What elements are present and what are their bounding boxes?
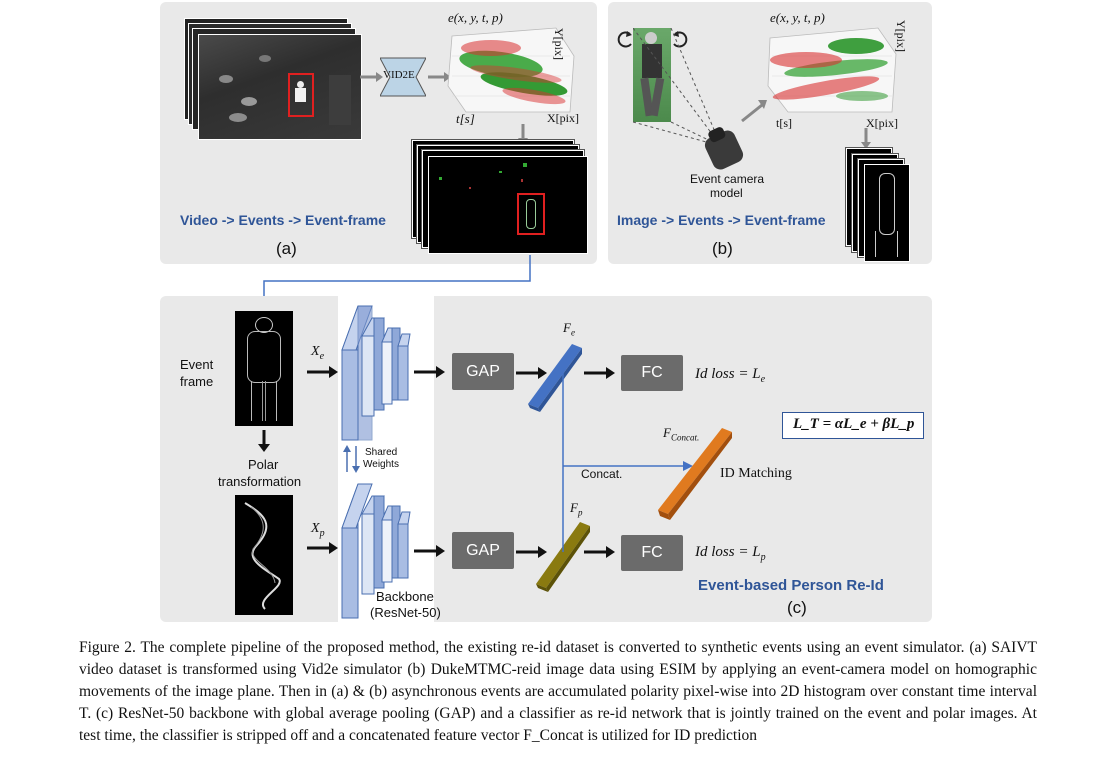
- arrow-icon: [428, 72, 451, 82]
- person-image: [633, 28, 671, 122]
- fe-label: Fe: [563, 320, 575, 338]
- gap-box-top: GAP: [452, 353, 514, 390]
- video-frame-stack: [184, 18, 364, 140]
- panel-b-title: Image -> Events -> Event-frame: [617, 212, 826, 228]
- polar-label-1: Polar: [248, 457, 279, 472]
- event-cloud-plot-b: [767, 27, 897, 113]
- fp-feature-bar: [536, 522, 590, 592]
- camera-label-2: model: [710, 186, 743, 200]
- polar-label-2: transformation: [218, 474, 302, 489]
- event-frame-image: [864, 164, 910, 262]
- event-frame-label-2: frame: [180, 374, 214, 389]
- concat-label: Concat.: [581, 467, 623, 481]
- arrow-down-icon: [258, 430, 270, 452]
- plot-b-y-label: Y[pix]: [894, 20, 908, 52]
- backbone-label-1: Backbone: [376, 589, 434, 604]
- plot-b-t-label: t[s]: [776, 116, 792, 130]
- plot-a-func: e(x, y, t, p): [448, 10, 503, 25]
- plot-a-x-label: X[pix]: [547, 111, 579, 125]
- surveillance-image: [198, 34, 362, 140]
- polar-image: [235, 495, 293, 615]
- shared-label-1: Shared: [365, 447, 398, 458]
- person-bbox: [517, 193, 545, 235]
- shared-label-2: Weights: [363, 459, 399, 470]
- arrow-icon: [307, 366, 338, 378]
- event-frame-stack-b: [846, 148, 912, 264]
- fc-box-bottom: FC: [621, 535, 683, 571]
- shared-weights-arrows: [343, 445, 360, 473]
- fc-box-top: FC: [621, 355, 683, 391]
- event-frame-stack-a: [412, 140, 590, 258]
- panel-b-letter: (b): [712, 239, 733, 258]
- rotate-left-icon: [617, 31, 632, 48]
- id-matching-label: ID Matching: [720, 466, 792, 481]
- figure-caption: Figure 2. The complete pipeline of the p…: [79, 639, 1037, 744]
- total-loss-box: [782, 412, 924, 439]
- polar-curve: [244, 502, 281, 610]
- vid2e-block: [380, 57, 426, 97]
- panel-c-title: Event-based Person Re-Id: [698, 577, 884, 594]
- event-frame-image: [428, 156, 588, 254]
- event-frame-label-1: Event: [180, 357, 214, 372]
- arrow-icon: [516, 546, 547, 558]
- panel-c-letter: (c): [787, 598, 807, 617]
- arrow-icon: [584, 367, 615, 379]
- plot-b-x-label: X[pix]: [866, 116, 898, 130]
- xe-label: Xe: [311, 344, 325, 362]
- arrow-icon: [307, 542, 338, 554]
- vid2e-label: VID2E: [383, 69, 415, 81]
- total-loss: L_T = αL_e + βL_p: [793, 416, 915, 432]
- panel-a-letter: (a): [276, 239, 297, 258]
- fconcat-label: FConcat.: [663, 425, 700, 443]
- arrow-down-icon: [861, 128, 871, 149]
- plot-a-y-label: Y[pix]: [552, 28, 566, 60]
- cnn-bottom: [341, 483, 411, 619]
- backbone-label-2: (ResNet-50): [370, 605, 441, 620]
- arrow-icon: [414, 366, 445, 378]
- cnn-top: [341, 305, 411, 441]
- projection-lines: [633, 28, 722, 147]
- arrow-icon: [741, 100, 767, 123]
- gap-box-bottom: GAP: [452, 532, 514, 569]
- arrow-icon: [360, 72, 383, 82]
- fe-feature-bar: [528, 344, 582, 412]
- arrow-icon: [516, 367, 547, 379]
- id-loss-p: Id loss = Lp: [695, 544, 766, 563]
- concat-lines: [562, 370, 693, 552]
- event-frame-image: [235, 311, 293, 426]
- event-cloud-plot-a: [447, 27, 575, 113]
- fp-label: Fp: [570, 500, 583, 518]
- panel-a-title: Video -> Events -> Event-frame: [180, 212, 386, 228]
- fconcat-feature-bar: [658, 428, 732, 520]
- camera-label-1: Event camera: [690, 172, 765, 186]
- xp-label: Xp: [311, 521, 325, 539]
- person-bbox: [288, 73, 314, 117]
- arrow-icon: [414, 545, 445, 557]
- id-loss-e: Id loss = Le: [695, 366, 766, 385]
- plot-a-t-label: t[s]: [456, 111, 475, 126]
- plot-b-func: e(x, y, t, p): [770, 10, 825, 25]
- arrow-icon: [584, 546, 615, 558]
